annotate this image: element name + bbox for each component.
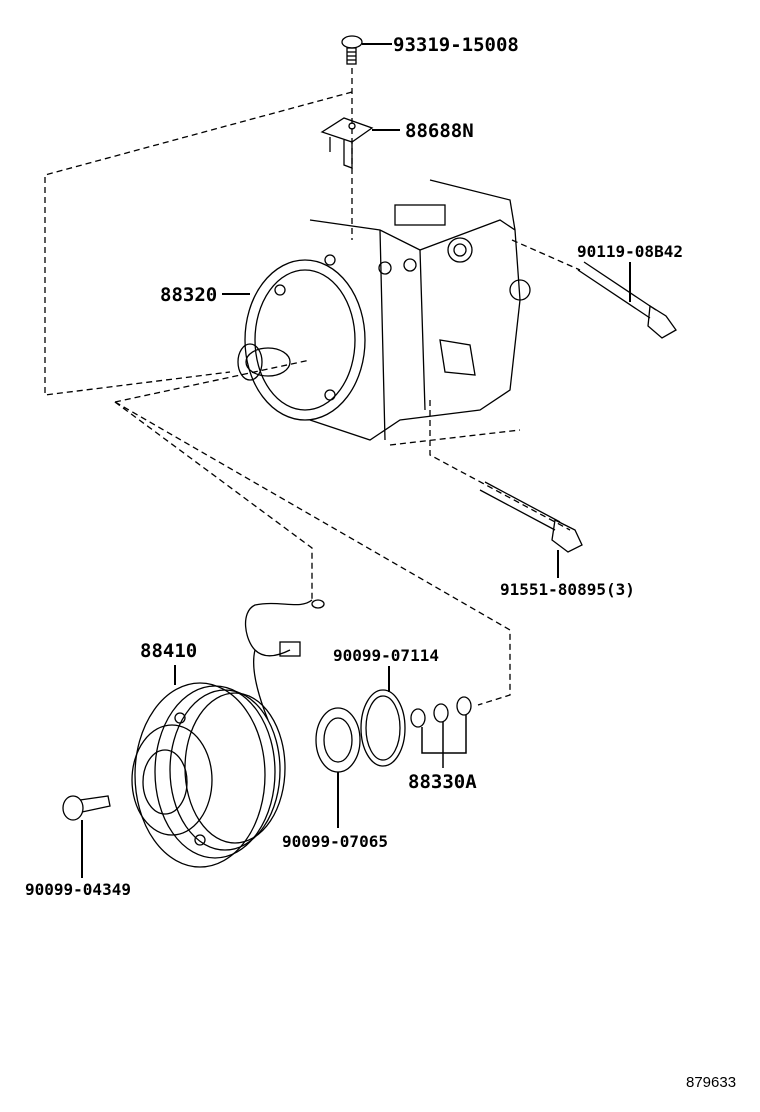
part-label-bracket: 88688N xyxy=(405,120,474,142)
bracket-icon xyxy=(320,117,400,169)
part-label-bolt-clutch: 90099-04349 xyxy=(25,880,131,899)
shim-icon xyxy=(410,696,472,768)
bolt-icon xyxy=(479,481,583,578)
part-label-compressor: 88320 xyxy=(160,284,218,306)
bolt-icon xyxy=(341,35,392,65)
illustration-id: 879633 xyxy=(686,1074,737,1091)
part-label-clutch: 88410 xyxy=(140,640,198,662)
retainer-ring-icon xyxy=(315,707,361,828)
part-label-bolt-top: 93319-15008 xyxy=(393,34,519,56)
part-label-retainer: 90099-07065 xyxy=(282,832,388,851)
bolt-icon xyxy=(577,261,677,339)
compressor-icon xyxy=(222,179,531,441)
part-label-snap-ring: 90099-07114 xyxy=(333,646,439,665)
part-label-bolt-lower: 91551-80895(3) xyxy=(500,580,635,599)
clutch-pulley-icon xyxy=(131,665,286,868)
snap-ring-icon xyxy=(360,666,406,767)
part-label-bolt-right: 90119-08B42 xyxy=(577,242,683,261)
wire-icon xyxy=(244,599,313,657)
part-label-shims: 88330A xyxy=(408,771,477,793)
bolt-icon xyxy=(62,795,111,878)
